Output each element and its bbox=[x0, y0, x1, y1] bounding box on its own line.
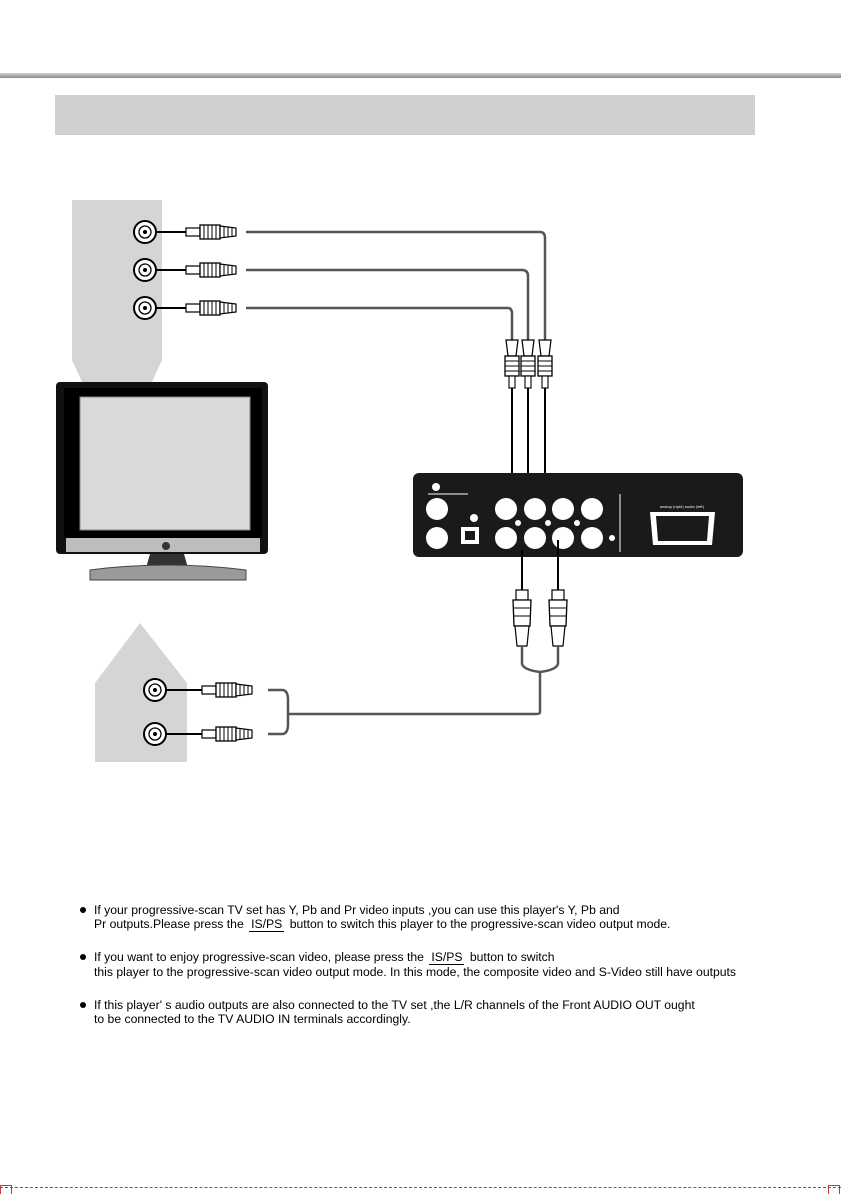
cable-audio-top bbox=[268, 688, 290, 714]
bullet-icon bbox=[80, 1002, 86, 1008]
note-3-line-2: to be connected to the TV AUDIO IN termi… bbox=[94, 1012, 411, 1026]
connection-diagram: analog (right) audio (left) bbox=[56, 200, 743, 762]
tv-y-input-jack bbox=[133, 220, 157, 244]
crop-mark-right bbox=[828, 1185, 840, 1194]
cable-audio-bottom bbox=[268, 714, 290, 736]
cable-pb bbox=[246, 268, 530, 340]
bullet-icon bbox=[80, 954, 86, 960]
tv-audio-cable-plugs bbox=[166, 682, 253, 742]
is-ps-button-label: IS/PS bbox=[429, 950, 465, 965]
section-title-bar bbox=[55, 95, 755, 135]
note-1-line-2: Pr outputs.Please press the IS/PS button… bbox=[94, 917, 671, 932]
note-1-line-1: If your progressive-scan TV set has Y, P… bbox=[94, 903, 620, 917]
tv-video-input-panel bbox=[72, 200, 162, 382]
tv-audio-input-panel bbox=[95, 623, 187, 762]
cable-audio-right bbox=[539, 646, 560, 674]
note-3-line-1: If this player' s audio outputs are also… bbox=[94, 998, 695, 1012]
tv-audio-left-input-jack bbox=[143, 678, 167, 702]
svg-text:analog (right) audio (left): analog (right) audio (left) bbox=[660, 505, 705, 509]
tv-audio-right-input-jack bbox=[143, 722, 167, 746]
note-2-line-1: If you want to enjoy progressive-scan vi… bbox=[94, 950, 555, 965]
crop-mark-left bbox=[0, 1185, 12, 1194]
cable-y bbox=[246, 230, 547, 340]
player-component-plugs bbox=[504, 339, 553, 475]
cable-pr bbox=[246, 306, 514, 340]
bullet-icon bbox=[80, 907, 86, 913]
is-ps-button-label: IS/PS bbox=[249, 917, 285, 932]
tv-pb-input-jack bbox=[133, 258, 157, 282]
header-rule bbox=[0, 73, 841, 78]
tv-set bbox=[56, 382, 268, 581]
note-2-line-2: this player to the progressive-scan vide… bbox=[94, 965, 737, 979]
cable-audio-left bbox=[520, 646, 541, 674]
page-bottom-crop-line bbox=[0, 1187, 841, 1188]
player-audio-plugs bbox=[512, 540, 568, 647]
tv-cable-plugs bbox=[156, 224, 237, 316]
cable-audio-joined bbox=[288, 672, 542, 716]
tv-pr-input-jack bbox=[133, 296, 157, 320]
note-1: If your progressive-scan TV set has Y, P… bbox=[80, 903, 670, 932]
note-3: If this player' s audio outputs are also… bbox=[80, 998, 695, 1026]
dvd-player-rear-panel: analog (right) audio (left) bbox=[413, 473, 743, 557]
note-2: If you want to enjoy progressive-scan vi… bbox=[80, 950, 736, 979]
